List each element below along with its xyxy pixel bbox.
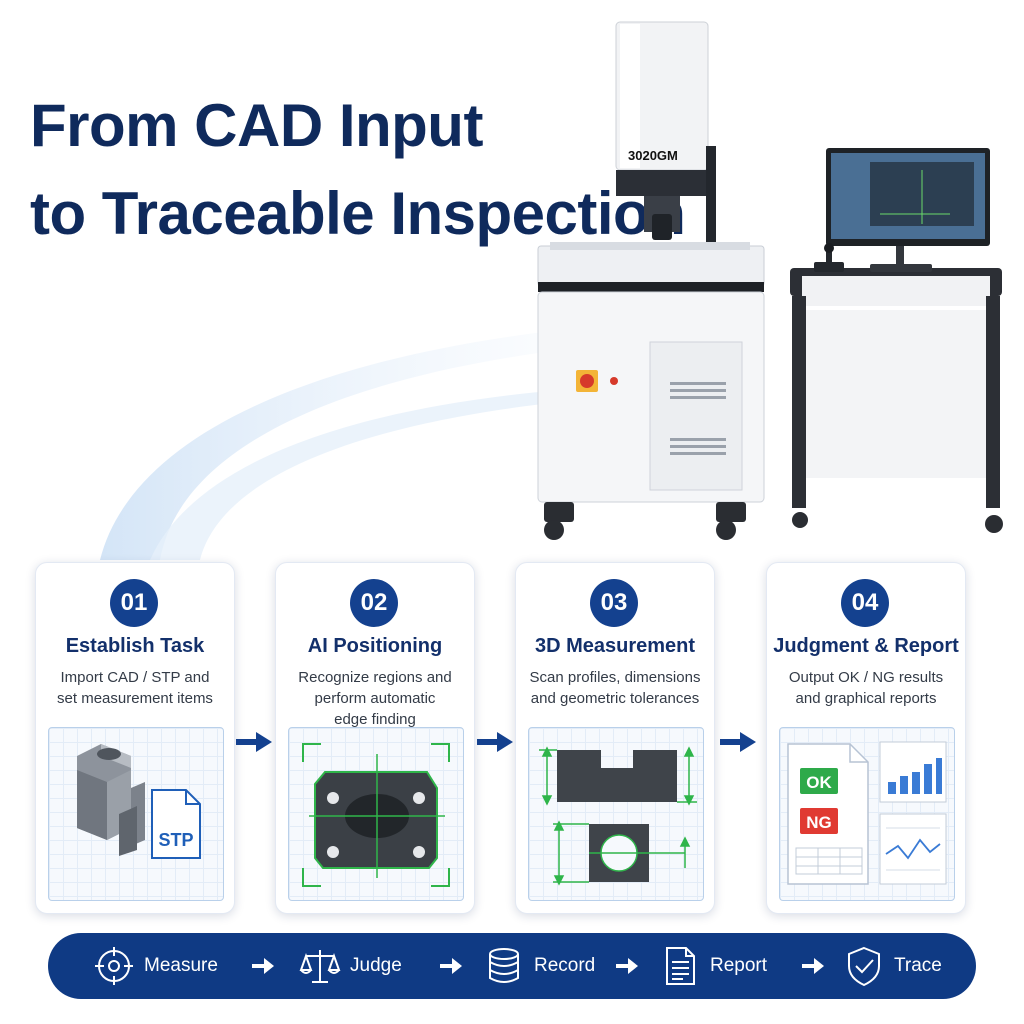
step-description-line: Scan profiles, dimensions <box>529 669 701 686</box>
workflow-item-judge: Judge <box>298 933 402 999</box>
headline-line-1: From CAD Input <box>30 92 483 159</box>
vision-measuring-machine: 3020GM <box>537 21 1003 540</box>
ok-badge: OK <box>806 773 832 792</box>
workflow-item-record: Record <box>482 933 595 999</box>
step-description-line: set measurement items <box>57 690 213 707</box>
crosshair-icon <box>95 947 133 985</box>
workflow-label: Trace <box>894 955 942 976</box>
step-description-line: perform automatic <box>314 690 436 707</box>
step-description-line: and geometric tolerances <box>530 690 700 707</box>
arrow-right-icon <box>616 958 638 974</box>
step-description-line: and graphical reports <box>795 690 937 707</box>
step-number: 03 <box>590 579 638 627</box>
step-title: 3D Measurement <box>534 635 696 657</box>
stp-file-badge: STP <box>158 830 193 850</box>
step-title: Judgment & Report <box>773 635 959 657</box>
headline-line-2: to Traceable Inspection <box>30 180 686 247</box>
step-number: 02 <box>350 579 398 627</box>
step-description: Scan profiles, dimensions and geometric … <box>522 667 708 709</box>
database-icon <box>489 948 519 983</box>
report-illustration: OK NG <box>779 727 955 901</box>
step-description-line: Recognize regions and <box>298 669 452 686</box>
step-number: 04 <box>841 579 889 627</box>
step-number: 01 <box>110 579 158 627</box>
arrow-right-icon <box>802 958 824 974</box>
step-description: Recognize regions and perform automatic … <box>282 667 468 730</box>
arrow-right-icon <box>252 958 274 974</box>
step-card-judgment-report: 04 Judgment & Report Output OK / NG resu… <box>766 562 966 914</box>
step-description-line: Import CAD / STP and <box>60 669 210 686</box>
step-title: Establish Task <box>65 635 205 657</box>
workflow-label: Judge <box>350 955 402 976</box>
step-card-ai-positioning: 02 AI Positioning Recognize regions and … <box>275 562 475 914</box>
step-description: Import CAD / STP and set measurement ite… <box>42 667 228 709</box>
workflow-item-report: Report <box>658 933 767 999</box>
workflow-label: Report <box>710 955 768 976</box>
step-arrow-icon <box>720 732 756 752</box>
edge-finding-illustration <box>288 727 464 901</box>
workflow-label: Measure <box>144 955 218 976</box>
step-description: Output OK / NG results and graphical rep… <box>773 667 959 709</box>
machine-model-label: 3020GM <box>628 148 678 163</box>
step-card-establish-task: 01 Establish Task Import CAD / STP and s… <box>35 562 235 914</box>
step-description-line: Output OK / NG results <box>788 669 944 686</box>
headline: From CAD Input to Traceable Inspection <box>30 82 686 258</box>
workflow-item-measure: Measure <box>92 933 218 999</box>
step-description-line: edge finding <box>334 711 416 728</box>
workflow-label: Record <box>534 955 596 976</box>
cad-part-illustration: STP <box>48 727 224 901</box>
ng-badge: NG <box>806 813 832 832</box>
step-arrow-icon <box>236 732 272 752</box>
step-title: AI Positioning <box>307 635 443 657</box>
profile-measurement-illustration <box>528 727 704 901</box>
step-arrow-icon <box>477 732 513 752</box>
scale-icon <box>299 950 341 983</box>
document-icon <box>666 947 695 985</box>
step-card-3d-measurement: 03 3D Measurement Scan profiles, dimensi… <box>515 562 715 914</box>
shield-check-icon <box>848 946 880 987</box>
arrow-right-icon <box>440 958 462 974</box>
workflow-bar: Measure Judge Record <box>48 933 976 999</box>
workflow-item-trace: Trace <box>842 933 942 999</box>
